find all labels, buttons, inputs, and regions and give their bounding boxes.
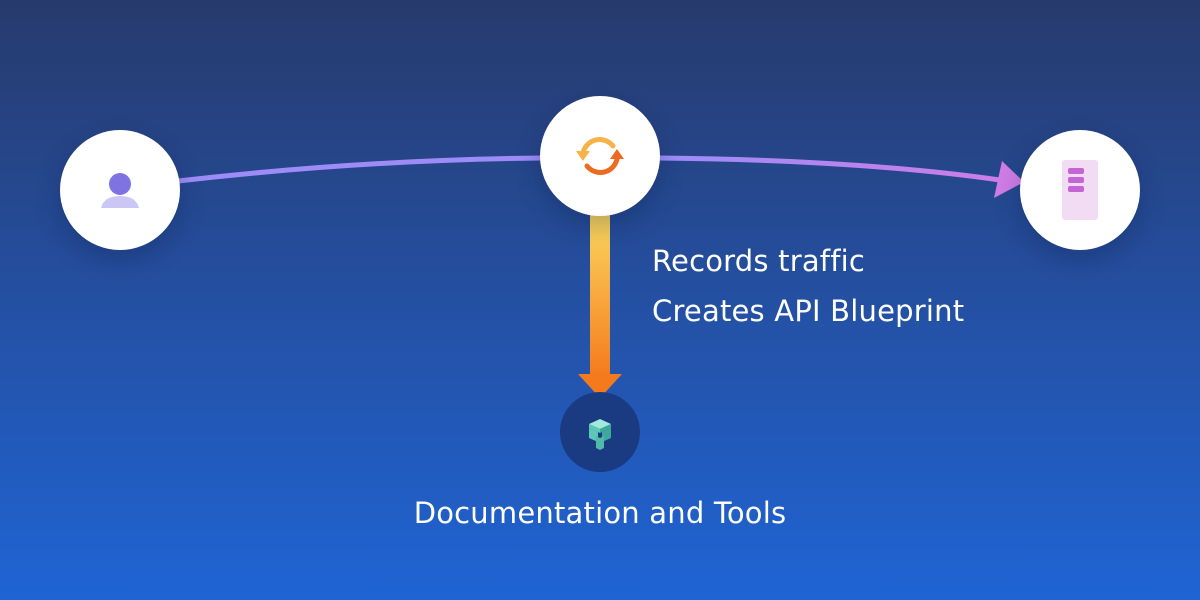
- cube-logo-icon: [589, 419, 611, 450]
- creates-api-blueprint-label: Creates API Blueprint: [652, 294, 965, 328]
- proxy-node: [540, 96, 660, 216]
- arrowhead-docs: [578, 374, 622, 398]
- client-node: [60, 130, 180, 250]
- sync-arrows-icon: [576, 137, 624, 175]
- edge-proxy-to-docs: [590, 200, 610, 378]
- server-icon: [1062, 160, 1098, 220]
- server-node: [1020, 130, 1140, 250]
- edge-client-to-proxy: [175, 155, 545, 184]
- documentation-and-tools-label: Documentation and Tools: [413, 496, 787, 530]
- docs-node: [560, 392, 640, 472]
- arrowhead-server: [994, 161, 1024, 198]
- user-icon: [101, 173, 139, 208]
- records-traffic-label: Records traffic: [652, 244, 866, 278]
- edge-proxy-to-server: [655, 155, 1003, 183]
